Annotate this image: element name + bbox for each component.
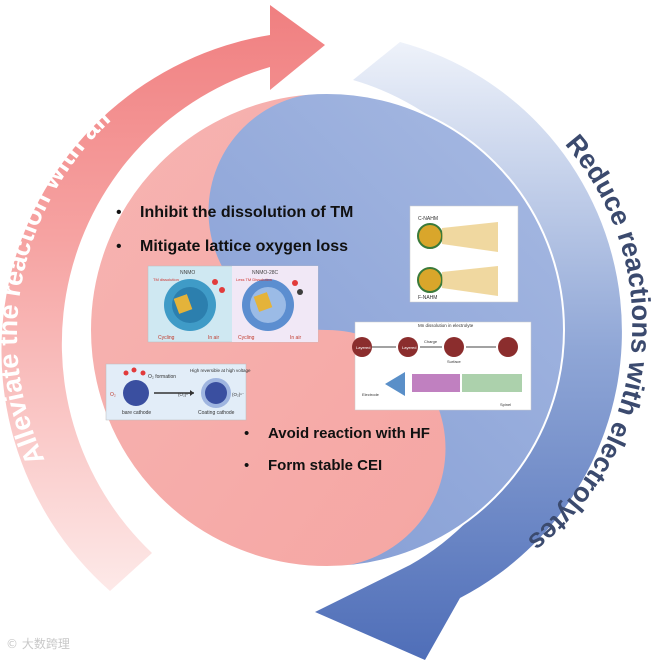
surface-label: In air [208,335,219,341]
layer-label: F-NAHM [418,295,437,301]
watermark: © 大数跨理 [6,637,70,651]
coating-label: O₂ [110,392,116,398]
surface-label: TM dissolution [153,277,179,282]
air-strategy-list: Inhibit the dissolution of TM Mitigate l… [116,204,353,272]
cei-figure: Mn dissolution in electrolyte Layered La… [352,321,532,411]
cei-label: Spinel [500,402,511,407]
coating-label: Coating cathode [198,410,235,416]
surface-label: Cycling [158,335,175,341]
cei-label: Charge [424,339,438,344]
electrolyte-arrow [315,42,622,660]
air-strategy-item: Mitigate lattice oxygen loss [116,238,353,272]
surface-label: NNMO-28C [252,270,279,276]
coating-figure: O₂ formation High reversible at high vol… [105,363,251,421]
coating-label: O₂ formation [148,374,176,380]
surface-label: NNMO [180,270,195,276]
coating-label: (O₂)ⁿ⁻ [178,392,191,397]
coating-label: bare cathode [122,410,151,416]
layer-figure: C-NAHM F-NAHM [409,205,519,303]
coating-label: High reversible at high voltage [190,368,251,373]
cei-label: Mn dissolution in electrolyte [418,323,474,328]
coating-label: (O₂)ⁿ⁻ [232,392,245,397]
cei-label: Surface [447,359,462,364]
layer-label: C-NAHM [418,216,438,222]
surface-label: In air [290,335,301,341]
electrolyte-strategy-item: Form stable CEI [244,457,430,489]
cei-label: Electrode [362,392,380,397]
cei-label: Layered [356,345,370,350]
electrolyte-strategy-list: Avoid reaction with HF Form stable CEI [244,425,430,489]
surface-label: Cycling [238,335,255,341]
surface-figure: NNMO NNMO-28C TM dissolution Less TM Dis… [147,265,319,343]
electrolyte-strategy-item: Avoid reaction with HF [244,425,430,457]
surface-label: Less TM Dissolution [236,277,272,282]
cei-label: Layered [402,345,416,350]
air-strategy-item: Inhibit the dissolution of TM [116,204,353,238]
air-arrow [1,5,325,591]
